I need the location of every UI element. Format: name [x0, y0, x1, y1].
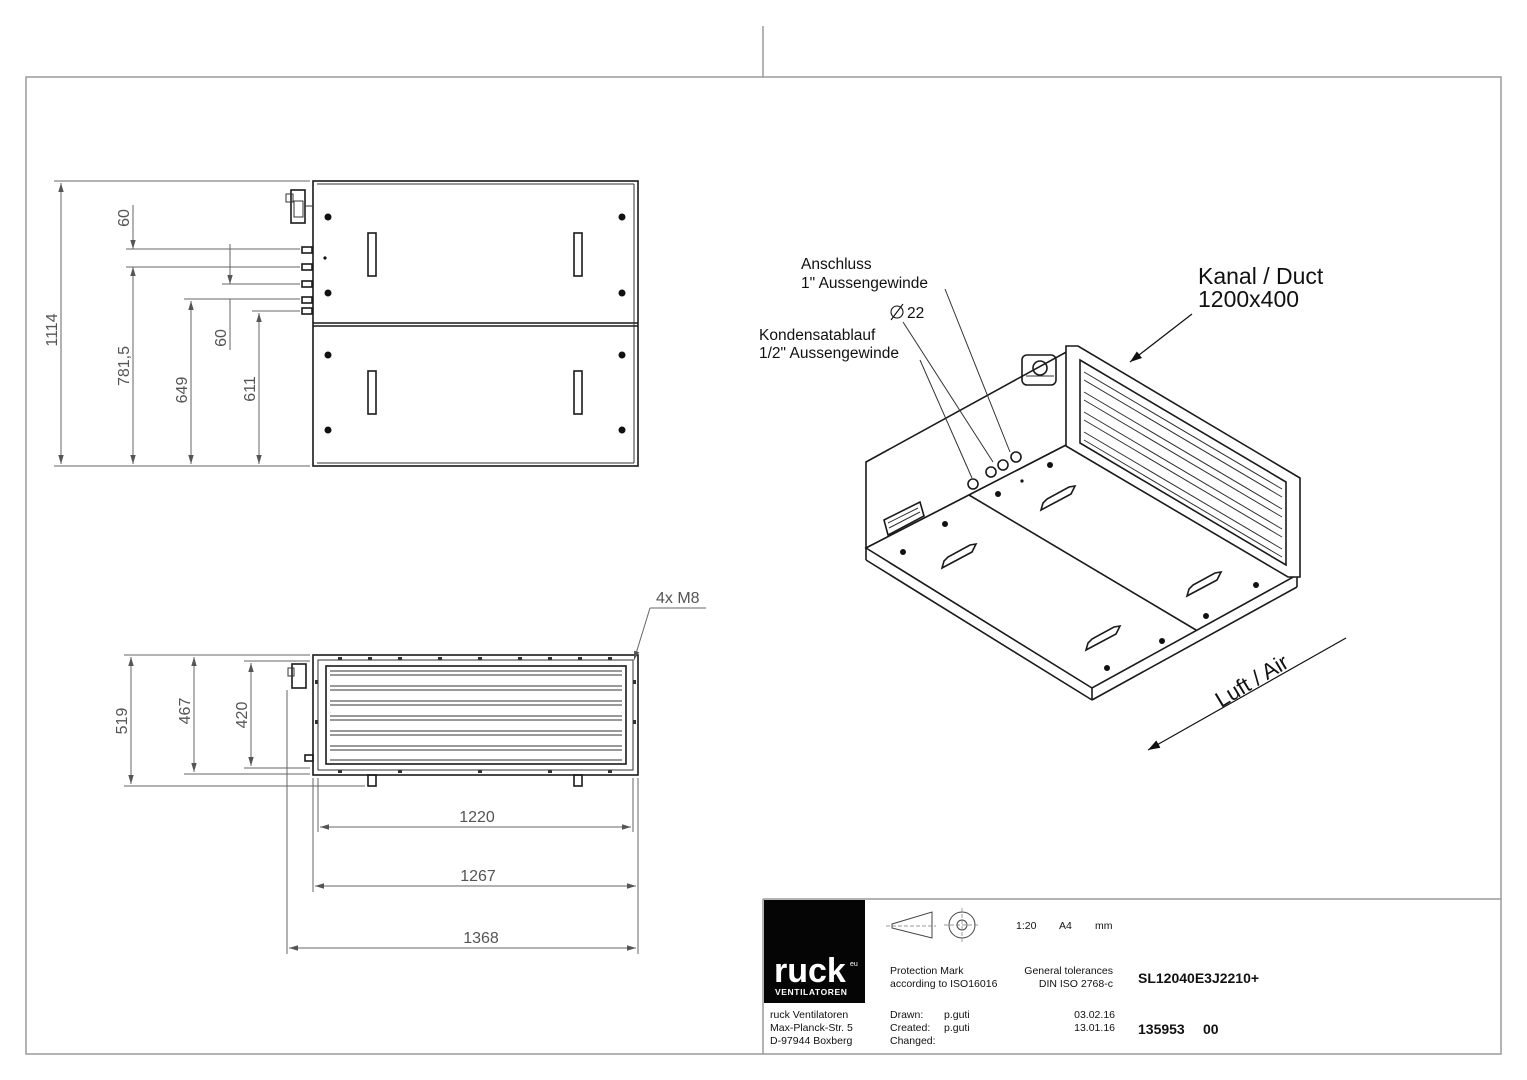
iso-terminal-box	[883, 500, 925, 537]
dim-519: 519	[114, 708, 131, 735]
iso-actuator	[1021, 354, 1057, 386]
isometric-view: Anschluss 1" Aussengewinde 22 Kondensata…	[759, 256, 1347, 751]
flange-bolts	[315, 657, 636, 773]
projection-symbol-icon	[886, 908, 980, 942]
drawing-number: 135953	[1138, 1021, 1185, 1037]
callout-4x-m8: 4x M8	[633, 590, 706, 661]
dim-1368: 1368	[463, 930, 499, 947]
damper-blades	[330, 670, 622, 761]
front-feet	[367, 774, 583, 787]
top-view: 1114 60 781,5 60 649 611	[44, 180, 639, 467]
created-label: Created:	[890, 1022, 930, 1034]
label-kondensat-thread: 1/2" Aussengewinde	[759, 345, 899, 362]
iso-damper-blades	[1083, 371, 1283, 558]
front-view: 4x M8 519 467 420 1220 1267 1368	[114, 590, 706, 954]
label-kanal-duct: Kanal / Duct	[1198, 263, 1324, 289]
pipe-connections	[301, 246, 313, 315]
dim-649: 649	[174, 377, 191, 404]
iso-handles	[940, 484, 1223, 652]
company-name: ruck Ventilatoren	[770, 1009, 848, 1021]
drawn-label: Drawn:	[890, 1009, 923, 1021]
logo-subtitle: VENTILATOREN	[775, 987, 848, 997]
label-luft-air: Luft / Air	[1211, 649, 1293, 712]
dim-467: 467	[177, 698, 194, 725]
label-kondensatablauf: Kondensatablauf	[759, 327, 876, 344]
company-city: D-97944 Boxberg	[770, 1035, 852, 1047]
iso-holes	[900, 462, 1259, 671]
extension-lines	[54, 180, 310, 467]
dim-420: 420	[234, 702, 251, 729]
company-logo: ruck eu VENTILATOREN	[764, 900, 865, 1003]
created-by: p.guti	[944, 1022, 970, 1034]
tolerances-label: General tolerances	[1024, 965, 1113, 977]
drawn-date: 03.02.16	[1074, 1009, 1115, 1021]
dim-1220: 1220	[459, 809, 495, 826]
iso-pipe-connections	[967, 451, 1022, 490]
drawn-by: p.guti	[944, 1009, 970, 1021]
part-name: SL12040E3J2210+	[1138, 970, 1259, 986]
dim-781-5: 781,5	[116, 346, 133, 386]
paper-size: A4	[1059, 920, 1072, 932]
front-extension-lines	[124, 654, 639, 954]
scale: 1:20	[1016, 920, 1037, 932]
callout-4x-m8-label: 4x M8	[656, 590, 700, 607]
tolerances-standard: DIN ISO 2768-c	[1039, 978, 1113, 990]
dim-1114: 1114	[44, 313, 61, 346]
created-date: 13.01.16	[1074, 1022, 1115, 1034]
changed-label: Changed:	[890, 1035, 936, 1047]
logo-text: ruck	[774, 952, 846, 990]
dim-611: 611	[242, 376, 259, 402]
protection-mark-label: Protection Mark	[890, 965, 964, 977]
label-kanal-size: 1200x400	[1198, 286, 1299, 312]
unit: mm	[1095, 920, 1113, 932]
dim-60-mid: 60	[213, 329, 230, 347]
company-street: Max-Planck-Str. 5	[770, 1022, 853, 1034]
actuator-motor	[285, 189, 313, 224]
handles	[367, 232, 583, 415]
mounting-holes	[323, 213, 626, 434]
label-diameter-value: 22	[907, 305, 924, 322]
label-anschluss: Anschluss	[801, 256, 872, 273]
revision: 00	[1203, 1021, 1219, 1037]
protection-mark-standard: according to ISO16016	[890, 978, 998, 990]
dim-60-top: 60	[116, 209, 133, 227]
front-actuator	[287, 663, 314, 762]
label-anschluss-thread: 1" Aussengewinde	[801, 275, 928, 292]
label-diameter: 22	[890, 303, 924, 322]
logo-superscript: eu	[850, 961, 858, 968]
dim-1267: 1267	[460, 868, 496, 885]
title-block: ruck eu VENTILATOREN 1:20 A4 mm Protecti…	[762, 898, 1501, 1054]
